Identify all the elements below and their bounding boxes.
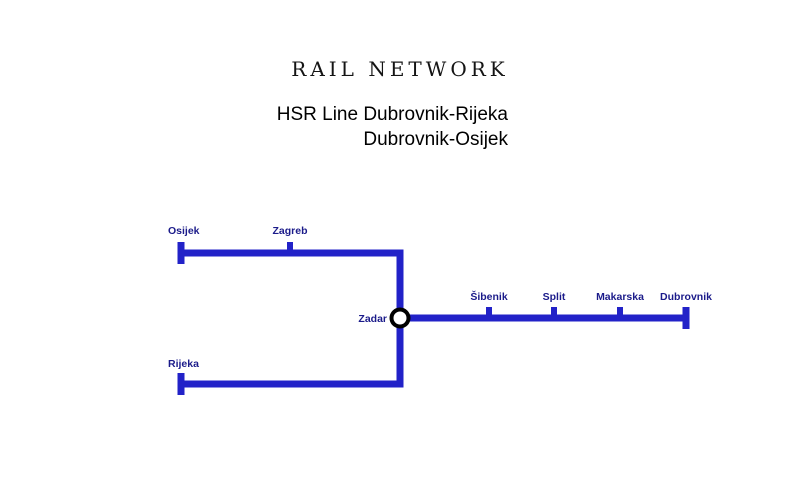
- station-label-sibenik: Šibenik: [470, 290, 508, 303]
- junction-marker-zadar: [389, 307, 411, 329]
- subtitle-line-1: HSR Line Dubrovnik-Rijeka: [276, 104, 508, 125]
- page-title: RAIL NETWORK: [291, 57, 509, 81]
- station-label-osijek: Osijek: [168, 225, 200, 237]
- subtitle-line-2: Dubrovnik-Osijek: [363, 129, 508, 150]
- subtitle: HSR Line Dubrovnik-Rijeka Dubrovnik-Osij…: [277, 102, 508, 152]
- station-label-rijeka: Rijeka: [168, 358, 199, 370]
- station-label-makarska: Makarska: [596, 291, 644, 303]
- station-label-zadar: Zadar: [358, 313, 387, 325]
- station-label-dubrovnik: Dubrovnik: [660, 291, 712, 303]
- station-label-zagreb: Zagreb: [272, 225, 307, 237]
- station-label-split: Split: [543, 291, 566, 303]
